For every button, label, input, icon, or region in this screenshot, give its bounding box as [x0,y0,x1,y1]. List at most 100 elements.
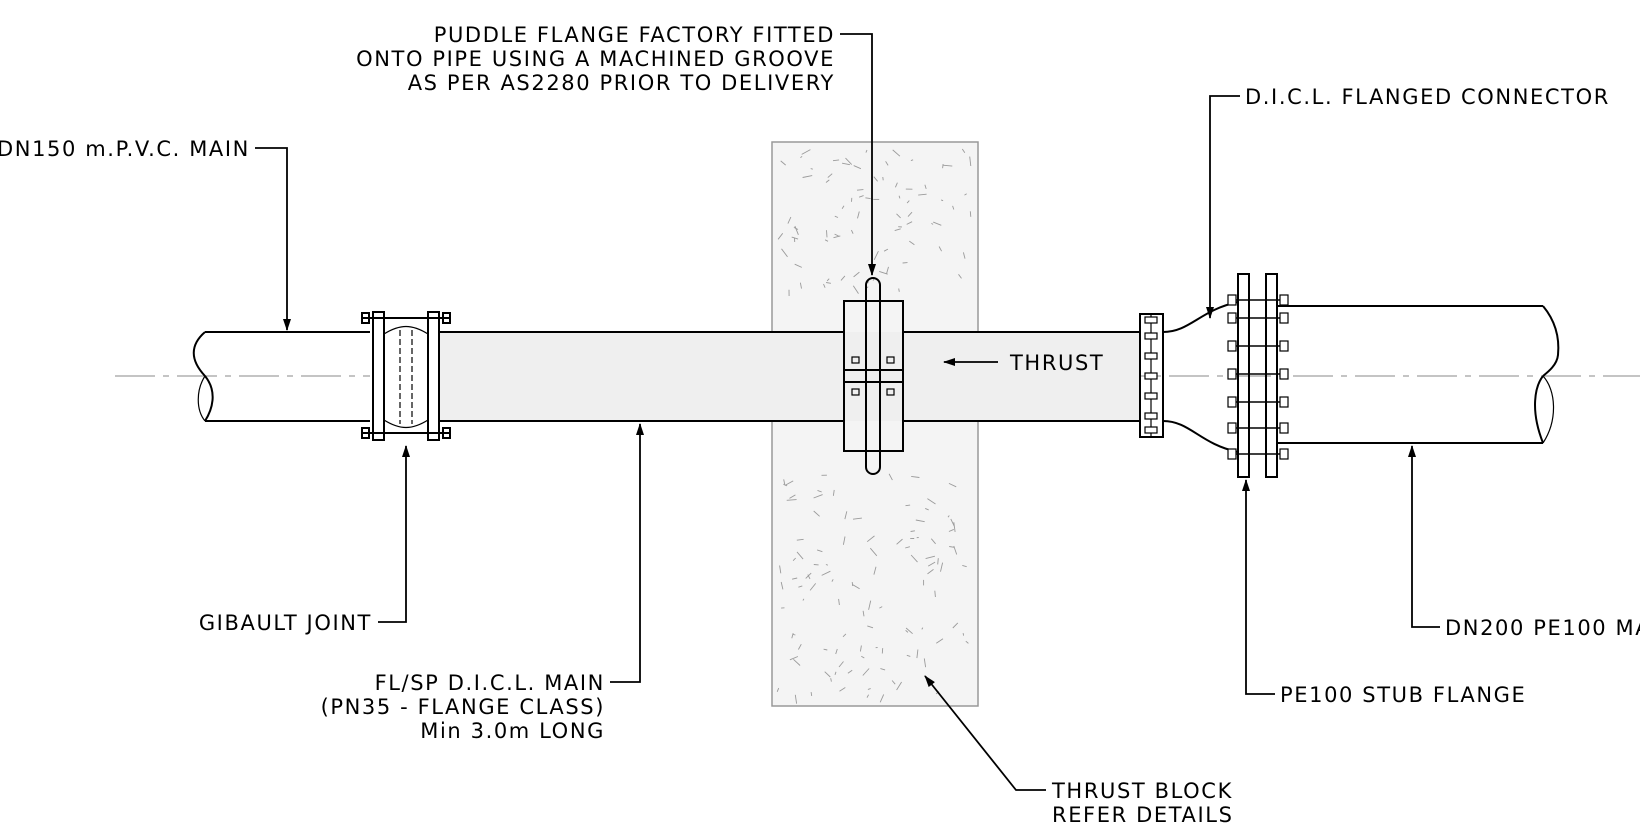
concrete-speck [833,235,841,239]
concrete-speck [801,149,811,155]
connector-bolt [1144,316,1158,324]
concrete-speck [845,157,853,165]
concrete-speck [938,246,942,252]
concrete-speck [953,522,956,532]
concrete-speck [793,226,799,230]
concrete-speck [834,671,837,675]
concrete-speck [961,148,966,154]
concrete-speck [838,598,840,606]
concrete-speck [842,633,847,638]
concrete-speck [964,193,967,196]
concrete-speck [925,507,929,511]
concrete-speck [813,494,823,499]
concrete-speck [898,195,901,199]
concrete-speck [826,230,828,238]
connector-bolt [1144,392,1158,400]
label-flanged-connector: D.I.C.L. FLANGED CONNECTOR [1245,85,1610,109]
concrete-speck [879,270,888,275]
concrete-speck [839,687,846,692]
concrete-speck [896,213,901,219]
leader-puddle-flange [840,33,876,276]
concrete-speck [940,199,944,202]
label-pe100-main: DN200 PE100 MAIN [1445,616,1640,640]
concrete-speck [947,515,950,518]
label-dicl-main-2: (PN35 - FLANGE CLASS) [321,695,605,719]
concrete-speck [883,248,889,252]
concrete-speck [835,648,838,655]
concrete-speck [777,233,784,240]
concrete-speck [794,263,802,268]
bolt-nut [1227,312,1237,324]
concrete-speck [823,648,828,651]
concrete-speck [776,687,780,692]
concrete-speck [810,692,813,696]
concrete-speck [834,233,839,237]
concrete-speck [832,489,835,496]
concrete-speck [858,195,864,198]
concrete-speck [894,228,901,232]
bolt-nut [1279,312,1289,324]
concrete-speck [780,581,784,590]
concrete-speck [965,640,969,644]
concrete-speck [791,632,794,639]
thrust-block [771,141,979,707]
concrete-speck [824,239,829,242]
concrete-speck [942,164,953,167]
concrete-speck [933,221,942,226]
concrete-speck [823,283,826,288]
concrete-speck [831,579,834,582]
mpvc-pipe [192,331,370,422]
concrete-speck [952,205,955,210]
concrete-speck [783,483,788,487]
puddle-flange [843,277,904,475]
concrete-speck [868,600,872,610]
leader-pe100-main [1408,445,1440,628]
concrete-speck [825,564,829,566]
concrete-speck [867,688,871,690]
concrete-speck [906,200,910,204]
concrete-speck [852,285,859,294]
concrete-speck [817,489,822,493]
concrete-speck [787,216,792,224]
concrete-speck [879,606,883,609]
concrete-speck [844,511,848,520]
concrete-speck [791,236,799,240]
concrete-speck [931,223,934,225]
concrete-speck [886,266,889,275]
bolt-nut [1279,368,1289,380]
concrete-speck [796,551,804,560]
concrete-speck [842,536,846,545]
concrete-speck [784,480,794,486]
concrete-speck [865,149,868,153]
concrete-speck [851,582,854,587]
concrete-speck [827,173,833,178]
bolt-nut [1227,448,1237,460]
concrete-speck [793,658,801,666]
concrete-speck [791,577,798,580]
concrete-speck [862,668,870,676]
concrete-speck [830,678,832,682]
dicl-flanged-connector [1139,301,1239,453]
bolt-nut [1227,396,1237,408]
concrete-speck [927,569,934,575]
label-thrust-block-2: REFER DETAILS [1052,803,1234,827]
leader-dicl-main [610,423,644,683]
concrete-speck [794,694,798,704]
label-dicl-main-1: FL/SP D.I.C.L. MAIN [375,671,605,695]
label-mpvc-main: DN150 m.P.V.C. MAIN [0,137,250,161]
dicl-pipe [440,332,1140,421]
concrete-speck [859,645,862,652]
concrete-speck [879,694,885,703]
concrete-speck [826,278,830,282]
concrete-speck [948,482,957,488]
concrete-speck [869,547,878,557]
concrete-speck [924,184,927,190]
concrete-speck [809,583,817,591]
concrete-speck [840,275,846,281]
concrete-speck [911,475,920,478]
concrete-speck [916,649,919,659]
concrete-speck [927,498,936,505]
concrete-speck [802,175,813,178]
concrete-speck [834,215,839,218]
